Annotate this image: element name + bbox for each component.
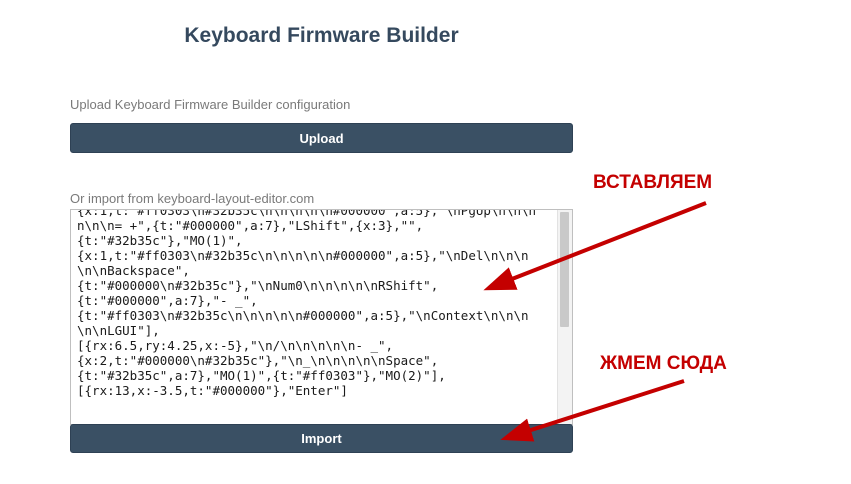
page-title: Keyboard Firmware Builder	[184, 24, 459, 47]
annotation-click-label: ЖМЕМ СЮДА	[600, 353, 727, 374]
upload-button[interactable]: Upload	[70, 123, 573, 153]
textarea-scrollbar-thumb[interactable]	[560, 212, 569, 327]
import-button[interactable]: Import	[70, 424, 573, 453]
upload-config-label: Upload Keyboard Firmware Builder configu…	[70, 97, 351, 112]
annotation-paste-label: ВСТАВЛЯЕМ	[593, 172, 713, 193]
import-source-label: Or import from keyboard-layout-editor.co…	[70, 191, 315, 206]
textarea-scrollbar[interactable]	[557, 210, 572, 424]
kle-json-content: {x:1,t:"#ff0303\n#32b35c\n\n\n\n\n#00000…	[77, 209, 537, 398]
kle-json-textarea[interactable]: {x:1,t:"#ff0303\n#32b35c\n\n\n\n\n#00000…	[70, 209, 573, 425]
